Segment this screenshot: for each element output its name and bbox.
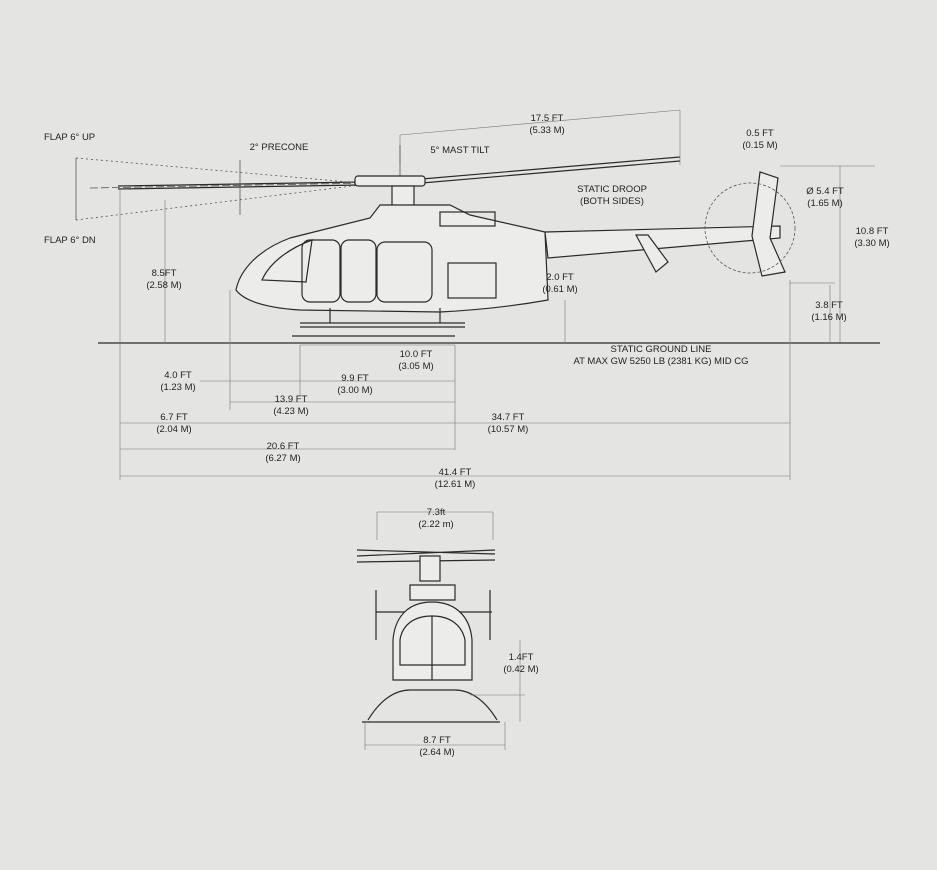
cg-span-dim: 9.9 FT(3.00 M) [337,373,373,396]
overall-height-dim: 10.8 FT(3.30 M) [854,226,890,249]
tail-offset-dim: 0.5 FT(0.15 M) [742,128,778,151]
tip-to-mast-dim: 20.6 FT(6.27 M) [265,441,301,464]
landing-skids-side [292,308,465,337]
precone-label: 2° PRECONE [249,142,309,153]
skid-width-dim: 8.7 FT(2.64 M) [419,735,455,758]
skid-height-dim: 1.4FT(0.42 M) [503,652,539,675]
flap-dn-label: FLAP 6° DN [44,235,96,246]
fuselage-side [235,171,786,313]
tip-to-nose-dim: 6.7 FT(2.04 M) [156,412,192,435]
cabin-height-dim: 8.5FT(2.58 M) [146,268,182,291]
boom-clearance-dim: 2.0 FT(0.61 M) [542,272,578,295]
nose-to-mast-dim: 13.9 FT(4.23 M) [273,394,309,417]
front-view-helicopter [356,511,525,750]
mast-to-tail-dim: 34.7 FT(10.57 M) [487,412,529,435]
main-rotor-side [75,109,681,221]
mast-tilt-label: 5° MAST TILT [430,145,490,156]
tail-rotor-diameter-dim: Ø 5.4 FT(1.65 M) [806,186,844,209]
rotor-radius-dim: 17.5 FT(5.33 M) [529,113,565,136]
skid-length-dim: 10.0 FT(3.05 M) [398,349,434,372]
nose-to-skid-dim: 4.0 FT(1.23 M) [160,370,196,393]
static-droop-label: STATIC DROOP(BOTH SIDES) [577,184,647,207]
stabilizer-span-dim: 7.3ft(2.22 m) [418,507,454,530]
tail-rotor-disc [704,182,796,274]
overall-length-dim: 41.4 FT(12.61 M) [434,467,476,490]
tail-clearance-dim: 3.8 FT(1.16 M) [811,300,847,323]
flap-up-label: FLAP 6° UP [44,132,96,143]
